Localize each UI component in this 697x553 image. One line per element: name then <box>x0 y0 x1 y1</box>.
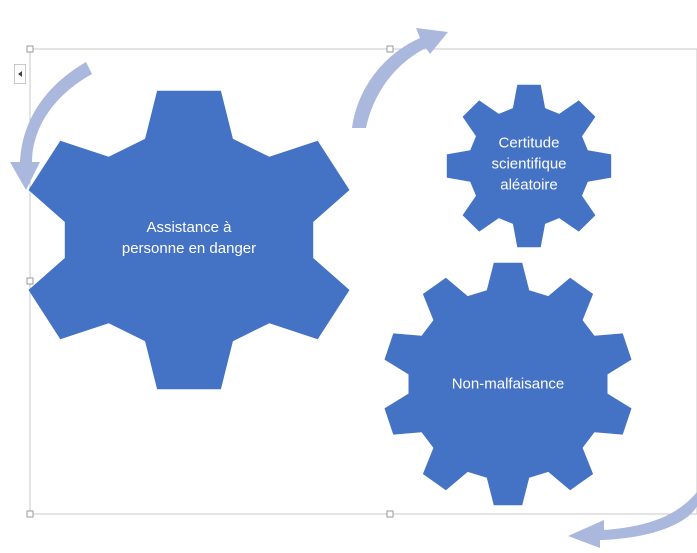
curved-arrow-icon-top <box>352 28 448 128</box>
gear-non-malfaisance[interactable] <box>384 262 632 506</box>
gear-certitude[interactable] <box>446 84 612 248</box>
curved-arrow-icon-left <box>10 62 92 190</box>
gear-label-line: Certitude <box>498 134 560 152</box>
gear-label-certitude: Certitude scientifique aléatoire <box>491 133 566 196</box>
gear-label-line: Non-malfaisance <box>451 375 565 393</box>
gear-label-line: scientifique <box>491 155 567 173</box>
selection-handles[interactable] <box>26 45 394 518</box>
gear-label-assistance: Assistance à personne en danger <box>122 217 256 259</box>
gear-label-line: Assistance à <box>146 219 232 236</box>
collapse-pane-icon[interactable] <box>14 64 26 84</box>
gear-assistance[interactable] <box>28 90 350 390</box>
gear-label-line: personne en danger <box>121 240 257 257</box>
curved-arrow-icon-bottom <box>568 492 697 548</box>
gear-label-non-malfaisance: Non-malfaisance <box>452 374 565 395</box>
gear-label-line: aléatoire <box>500 176 558 194</box>
